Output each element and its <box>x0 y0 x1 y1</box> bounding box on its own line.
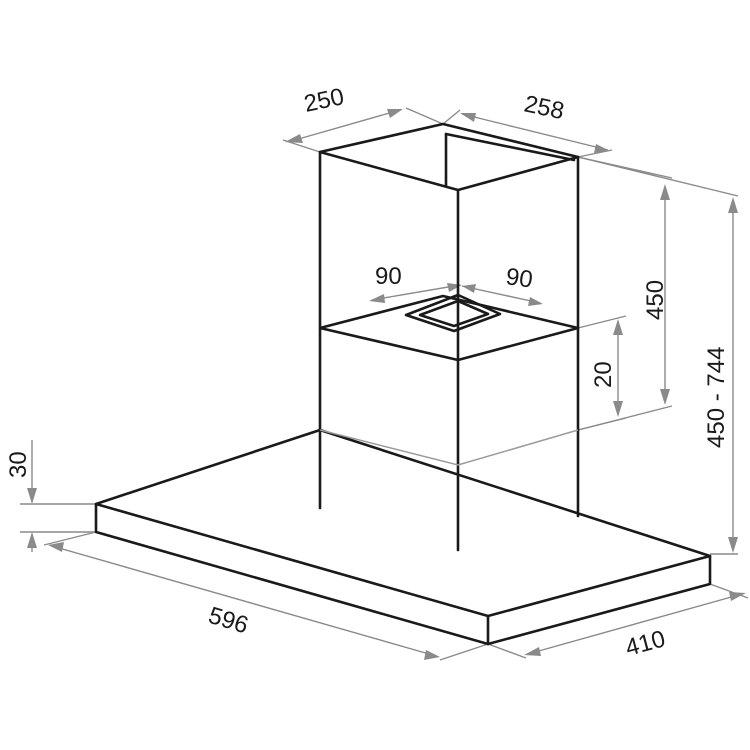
extension-line <box>709 583 749 599</box>
label-258: 258 <box>522 90 567 125</box>
arrow-head <box>660 389 670 405</box>
extension-line <box>577 315 627 329</box>
canopy <box>94 428 712 646</box>
arrow-head <box>613 401 623 417</box>
label-250: 250 <box>302 83 347 118</box>
dim-line-90-left <box>371 284 461 301</box>
chimney <box>318 122 580 552</box>
arrow-head <box>594 144 610 153</box>
dim-line-250 <box>287 109 401 143</box>
chimney-mid-joint <box>318 294 580 362</box>
outlet-collar-inner <box>418 299 490 328</box>
dimension-arrows <box>27 109 746 660</box>
dim-line-596 <box>51 545 437 657</box>
arrow-head <box>424 650 440 660</box>
label-410: 410 <box>623 625 669 661</box>
arrow-head <box>369 294 385 303</box>
arrow-head <box>613 319 623 335</box>
label-450: 450 <box>642 280 669 320</box>
extension-line <box>577 417 627 431</box>
label-596: 596 <box>205 602 251 640</box>
extension-line <box>439 643 489 661</box>
arrow-head <box>728 537 738 553</box>
arrow-head <box>285 134 303 143</box>
dimension-lines <box>20 107 749 661</box>
dim-line-90-right <box>461 285 541 304</box>
label-90-left: 90 <box>375 263 402 290</box>
arrow-head <box>27 488 37 504</box>
extension-line <box>577 156 739 197</box>
arrow-head <box>462 284 476 293</box>
extension-line <box>487 643 527 659</box>
arrow-head <box>528 297 543 306</box>
arrow-head <box>729 592 746 601</box>
chimney-lower-junction <box>319 429 579 466</box>
label-450-744: 450 - 744 <box>703 347 730 448</box>
label-20: 20 <box>590 361 617 388</box>
dimension-labels: 250 258 90 90 450 450 - 744 20 30 596 41… <box>5 83 730 662</box>
dim-line-258 <box>461 113 609 151</box>
extension-line <box>43 531 97 546</box>
arrow-head <box>524 647 541 656</box>
label-90-right: 90 <box>504 263 534 293</box>
chimney-inner-edge <box>444 132 576 162</box>
canopy-top-face <box>94 428 712 618</box>
arrow-head <box>387 109 403 118</box>
arrow-head <box>48 542 64 552</box>
label-30: 30 <box>5 451 32 478</box>
arrow-head <box>460 113 476 122</box>
arrow-head <box>660 184 670 200</box>
extension-line <box>405 107 444 125</box>
dim-line-410 <box>527 593 743 655</box>
extension-line <box>442 109 461 125</box>
arrow-head <box>27 532 37 548</box>
arrow-head <box>728 197 738 213</box>
outlet-collar-outer <box>404 293 502 333</box>
